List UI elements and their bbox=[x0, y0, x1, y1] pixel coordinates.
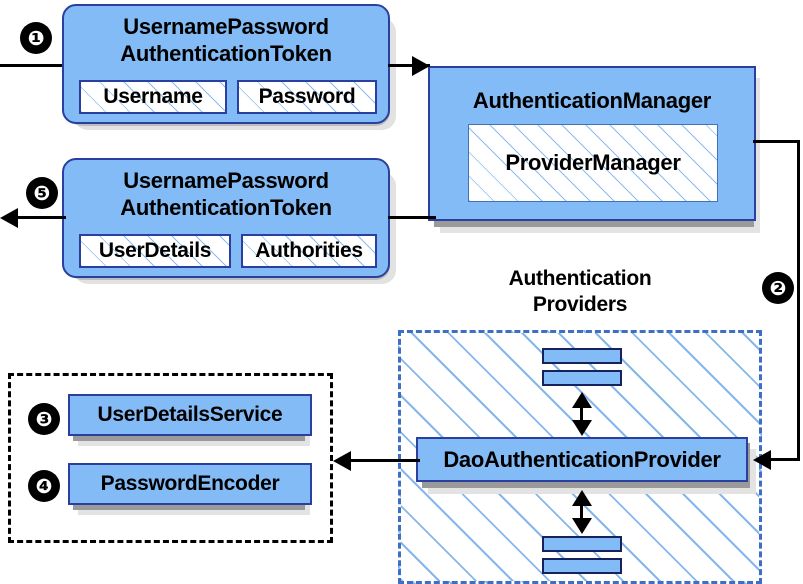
provider-to-services-arrowhead bbox=[333, 451, 351, 471]
collapsed-provider-top-1[interactable] bbox=[542, 348, 622, 364]
dao-authentication-provider-box[interactable]: DaoAuthenticationProvider bbox=[416, 437, 748, 482]
response-outgoing-line bbox=[18, 216, 66, 219]
provider-link-top-arrow-up bbox=[572, 392, 592, 408]
badge-step-1: ❶ bbox=[20, 22, 52, 54]
badge-step-2: ❷ bbox=[762, 272, 794, 304]
collapsed-provider-top-2[interactable] bbox=[542, 370, 622, 386]
incoming-request-line bbox=[0, 64, 62, 67]
provider-link-bottom-arrow-down bbox=[572, 518, 592, 534]
request-to-manager-arrowhead bbox=[412, 56, 430, 76]
request-token-slot-username[interactable]: Username bbox=[79, 80, 227, 114]
authentication-manager-title: AuthenticationManager bbox=[472, 88, 712, 113]
provider-link-top-line bbox=[580, 400, 583, 426]
password-encoder-box[interactable]: PasswordEncoder bbox=[68, 463, 312, 505]
manager-to-provider-line-top bbox=[753, 140, 800, 143]
manager-to-provider-arrowhead bbox=[753, 450, 771, 470]
provider-link-bottom-line bbox=[580, 498, 583, 524]
authentication-providers-title-line2: Providers bbox=[532, 293, 628, 316]
request-token-title-line1: UsernamePassword bbox=[123, 14, 329, 39]
manager-to-provider-line-vertical bbox=[797, 140, 800, 460]
response-outgoing-arrowhead bbox=[0, 208, 18, 228]
provider-manager-box[interactable]: ProviderManager bbox=[468, 124, 718, 202]
user-details-service-box[interactable]: UserDetailsService bbox=[68, 394, 312, 436]
response-token-title-line2: AuthenticationToken bbox=[120, 195, 332, 220]
request-authentication-token-card[interactable]: UsernamePassword AuthenticationToken Use… bbox=[62, 4, 390, 124]
provider-link-bottom-arrow-up bbox=[572, 490, 592, 506]
provider-to-services-line bbox=[348, 459, 420, 462]
request-to-manager-line bbox=[388, 64, 430, 67]
provider-link-top-arrow-down bbox=[572, 420, 592, 436]
response-token-slot-userdetails[interactable]: UserDetails bbox=[79, 234, 231, 268]
response-token-title-line1: UsernamePassword bbox=[123, 168, 329, 193]
response-authentication-token-card[interactable]: UsernamePassword AuthenticationToken Use… bbox=[62, 158, 390, 278]
authentication-providers-title-line1: Authentication bbox=[508, 267, 652, 290]
badge-step-5: ❺ bbox=[26, 177, 58, 209]
manager-to-response-line bbox=[388, 216, 436, 219]
request-token-slot-password[interactable]: Password bbox=[237, 80, 377, 114]
badge-step-3: ❸ bbox=[28, 403, 60, 435]
response-token-slot-authorities[interactable]: Authorities bbox=[241, 234, 377, 268]
request-token-title-line2: AuthenticationToken bbox=[120, 41, 332, 66]
collapsed-provider-bottom-2[interactable] bbox=[542, 558, 622, 574]
manager-to-provider-line-bottom bbox=[768, 458, 800, 461]
badge-step-4: ❹ bbox=[28, 470, 60, 502]
collapsed-provider-bottom-1[interactable] bbox=[542, 536, 622, 552]
